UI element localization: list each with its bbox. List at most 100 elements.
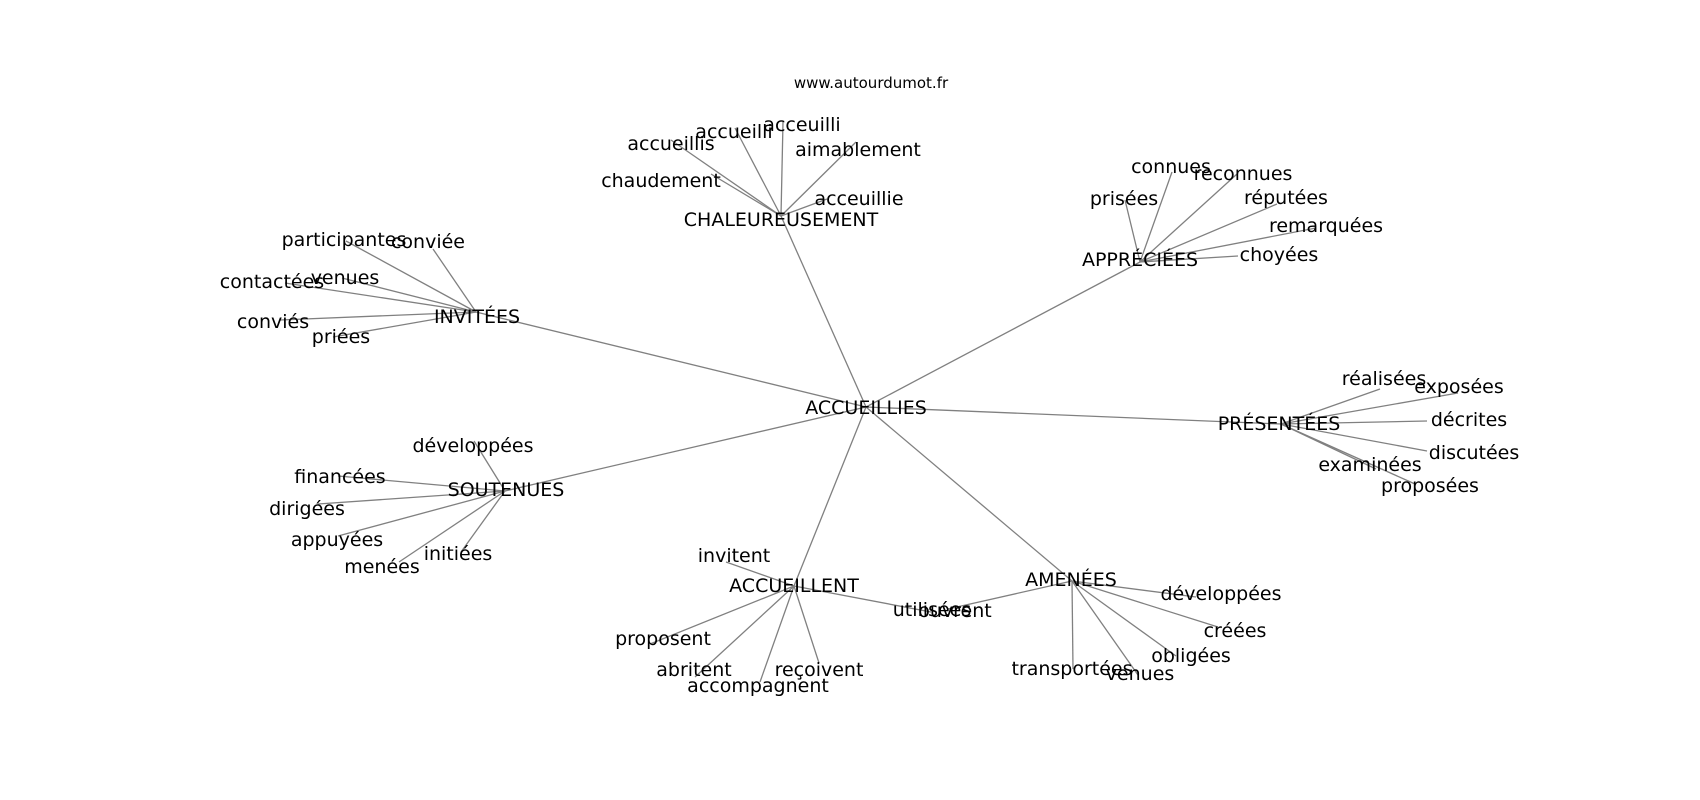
center-node-label: ACCUEILLIES	[805, 397, 927, 419]
word-node-accueilli: accueilli	[695, 121, 772, 143]
edge-chaleureusement-acceuillie	[780, 198, 828, 217]
edge-center-invitees	[475, 311, 867, 408]
word-node-dirigees: dirigées	[269, 498, 345, 520]
word-node-venues: venues	[311, 267, 380, 289]
edge-presentees-discutees	[1280, 423, 1428, 452]
edge-amenees-venues	[1071, 580, 1139, 676]
edge-accueillent-proposent	[649, 585, 795, 645]
edge-invitees-conviee	[432, 248, 477, 313]
edge-chaleureusement-accueillis	[670, 139, 782, 217]
word-node-transportees: transportées	[1011, 658, 1132, 680]
edge-appreciees-remarquees	[1139, 227, 1317, 263]
hub-node-invitees: INVITÉES	[434, 305, 520, 328]
edge-center-soutenues	[504, 406, 867, 492]
edge-accueillent-recoivent	[793, 585, 820, 664]
edge-soutenues-menees	[398, 490, 506, 563]
hub-node-presentees: PRÉSENTÉES	[1218, 412, 1341, 435]
edge-invitees-participantes	[345, 240, 477, 313]
edge-amenees-creees	[1071, 580, 1219, 628]
word-node-accompagnent: accompagnent	[687, 675, 829, 697]
word-node-convies: conviés	[237, 311, 309, 333]
word-node-contactees: contactées	[220, 271, 324, 293]
edge-chaleureusement-acceuilli	[780, 121, 784, 217]
edge-appreciees-choyees	[1139, 255, 1239, 263]
word-node-conviee: conviée	[391, 231, 465, 253]
word-node-creees: créées	[1204, 620, 1267, 642]
edge-appreciees-connues	[1139, 171, 1173, 263]
edge-amenees-ouvrent	[947, 580, 1073, 610]
edge-center-amenees	[865, 406, 1073, 582]
edge-presentees-realisees	[1280, 388, 1381, 425]
edge-soutenues-initiees	[460, 490, 506, 553]
word-node-venues: venues	[1106, 663, 1175, 685]
word-node-choyees: choyées	[1240, 244, 1319, 266]
word-node-initiees: initiées	[424, 543, 493, 565]
word-node-developpees: développées	[413, 435, 534, 457]
edge-amenees-developpees	[1071, 580, 1197, 598]
hub-node-soutenues: SOUTENUES	[448, 479, 565, 501]
edge-soutenues-appuyees	[337, 490, 506, 537]
edge-amenees-transportees	[1071, 580, 1074, 670]
word-node-obligees: obligées	[1151, 645, 1231, 667]
edge-center-presentees	[865, 406, 1282, 425]
edge-accueillent-accompagnent	[759, 585, 795, 683]
word-node-recoivent: reçoivent	[775, 659, 864, 681]
hub-node-appreciees: APPRÉCIÉES	[1082, 248, 1198, 271]
word-node-financees: financées	[294, 466, 385, 488]
edge-soutenues-dirigees	[317, 490, 506, 505]
word-node-developpees: développées	[1161, 583, 1282, 605]
edge-center-accueillent	[793, 406, 867, 587]
word-node-accueillis: accueillis	[627, 133, 714, 155]
word-node-priees: priées	[312, 326, 370, 348]
edge-invitees-venues	[341, 277, 477, 313]
edge-appreciees-reputees	[1139, 203, 1278, 263]
edge-chaleureusement-chaudement	[710, 173, 782, 217]
word-node-ouvrent: ouvrent	[918, 600, 992, 622]
word-node-acceuilli: acceuilli	[763, 114, 840, 136]
edge-presentees-decrites	[1280, 420, 1428, 425]
word-node-reputees: réputées	[1244, 187, 1328, 209]
edge-invitees-contactees	[284, 282, 477, 313]
word-node-prisees: prisées	[1090, 188, 1158, 210]
hub-node-accueillent: ACCUEILLENT	[729, 575, 859, 597]
edge-soutenues-financees	[337, 475, 506, 492]
word-node-abritent: abritent	[656, 659, 731, 681]
word-node-menees: menées	[344, 556, 420, 578]
labels-layer: www.autourdumot.fr ACCUEILLIES CHALEUREUS…	[220, 74, 1519, 697]
word-node-appuyees: appuyées	[291, 529, 383, 551]
hub-node-amenees: AMENÉES	[1025, 568, 1117, 591]
word-node-reconnues: reconnues	[1194, 163, 1293, 185]
word-node-chaudement: chaudement	[601, 170, 721, 192]
edge-invitees-priees	[332, 311, 477, 338]
word-node-proposees: proposées	[1381, 475, 1479, 497]
hub-node-chaleureusement: CHALEUREUSEMENT	[684, 209, 879, 231]
word-node-acceuillie: acceuillie	[814, 188, 903, 210]
word-node-aimablement: aimablement	[795, 139, 921, 161]
watermark-text: www.autourdumot.fr	[794, 74, 949, 92]
word-node-remarquees: remarquées	[1269, 215, 1383, 237]
edge-soutenues-developpees	[473, 440, 506, 492]
edge-appreciees-prisees	[1124, 199, 1141, 263]
edge-amenees-obligees	[1071, 580, 1177, 657]
edge-presentees-exposees	[1280, 392, 1459, 425]
word-node-invitent: invitent	[698, 545, 770, 567]
word-node-decrites: décrites	[1431, 409, 1507, 431]
word-node-realisees: réalisées	[1342, 368, 1426, 390]
word-node-exposees: exposées	[1414, 376, 1503, 398]
edge-presentees-proposees	[1280, 423, 1416, 485]
word-node-discutees: discutées	[1429, 442, 1519, 464]
edge-invitees-convies	[279, 311, 477, 321]
edge-accueillent-abritent	[694, 585, 795, 678]
edge-accueillent-invitent	[725, 561, 795, 587]
edge-accueillent-utilisees	[793, 585, 932, 613]
word-node-connues: connues	[1131, 156, 1211, 178]
word-node-examinees: examinées	[1318, 454, 1421, 476]
word-node-participantes: participantes	[282, 229, 407, 251]
edge-chaleureusement-accueilli	[734, 127, 782, 217]
edge-center-chaleureusement	[780, 215, 867, 408]
word-node-proposent: proposent	[615, 628, 711, 650]
edges-layer	[279, 121, 1459, 683]
edge-chaleureusement-aimablement	[780, 141, 857, 217]
word-node-utilisees: utilisées	[893, 599, 972, 621]
